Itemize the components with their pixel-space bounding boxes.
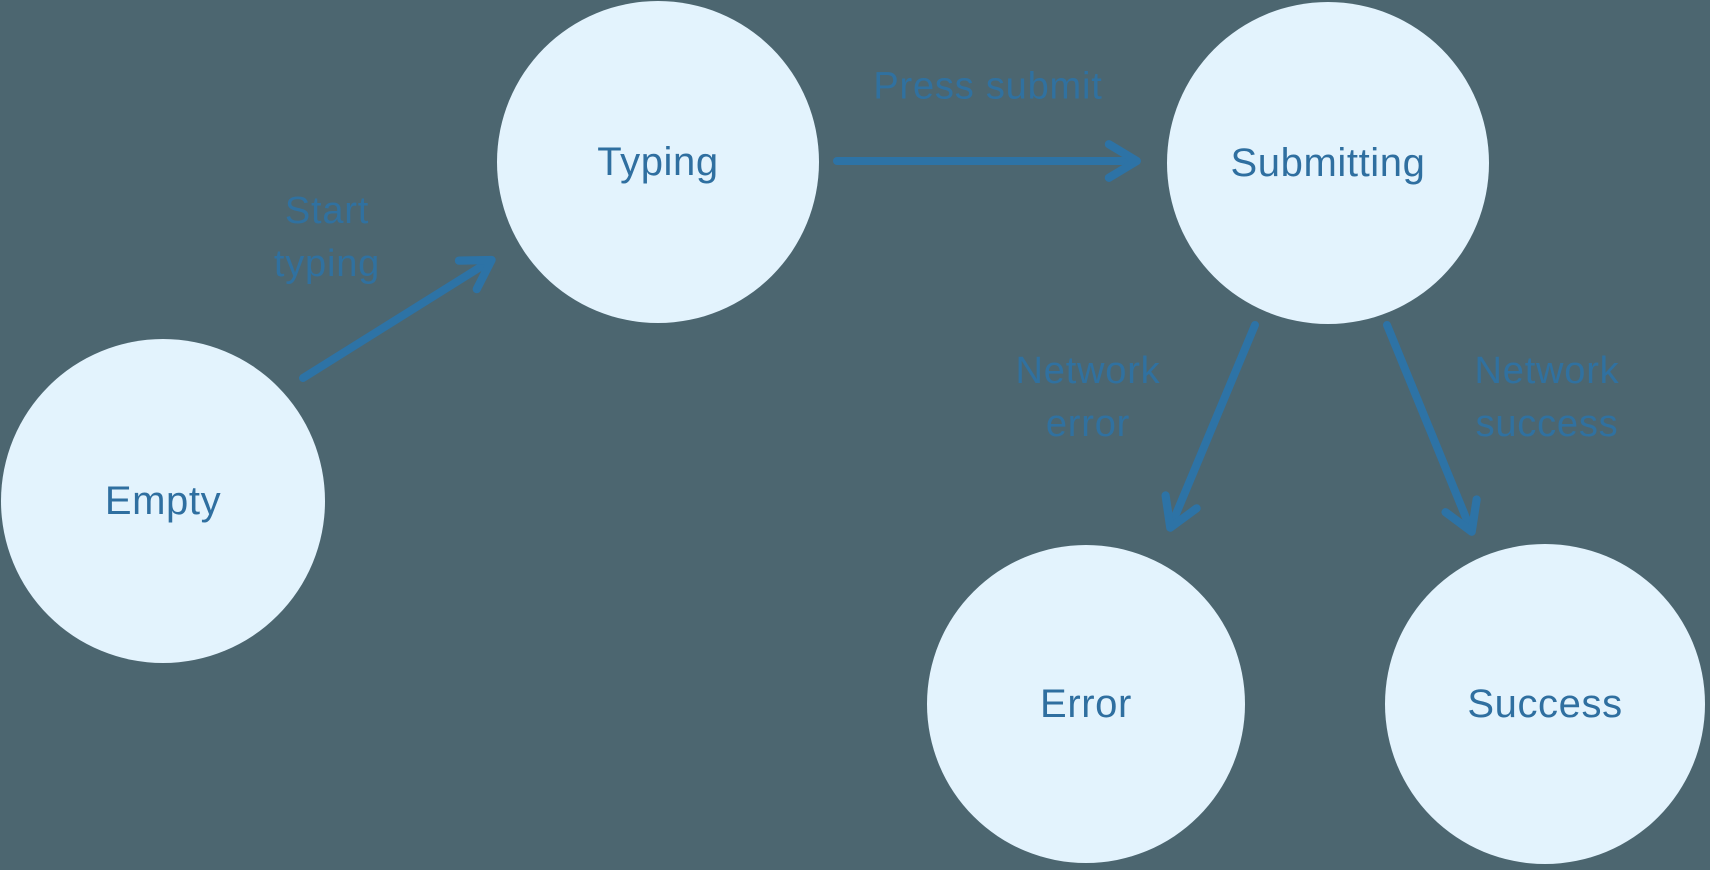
- transition-label-line: Network: [1015, 350, 1161, 392]
- transition-label-line: typing: [273, 243, 381, 285]
- state-node-label-error: Error: [1040, 681, 1132, 726]
- transition-label-network-error: Network error: [1016, 345, 1161, 451]
- state-node-label-success: Success: [1467, 681, 1623, 726]
- transition-arrow-start-typing: [299, 255, 496, 382]
- transition-label-line: Press submit: [873, 65, 1103, 108]
- transition-arrow-network-error: [1161, 321, 1259, 532]
- transition-label-line: success: [1475, 403, 1619, 445]
- transition-label-press-submit: Press submit: [873, 61, 1102, 114]
- state-node-submitting: Submitting: [1167, 2, 1489, 324]
- state-node-success: Success: [1385, 544, 1705, 864]
- transition-label-network-success: Network success: [1475, 345, 1620, 451]
- transition-label-line: error: [1045, 403, 1131, 445]
- transition-label-start-typing: Start typing: [274, 185, 380, 291]
- state-node-typing: Typing: [497, 1, 819, 323]
- transition-label-line: Network: [1474, 350, 1620, 392]
- transition-label-line: Start: [284, 190, 370, 232]
- state-node-empty: Empty: [1, 339, 325, 663]
- state-node-label-empty: Empty: [104, 478, 222, 523]
- state-node-label-submitting: Submitting: [1230, 140, 1426, 185]
- transition-arrow-network-success: [1383, 321, 1481, 536]
- state-node-error: Error: [927, 545, 1245, 863]
- state-node-label-typing: Typing: [597, 139, 719, 184]
